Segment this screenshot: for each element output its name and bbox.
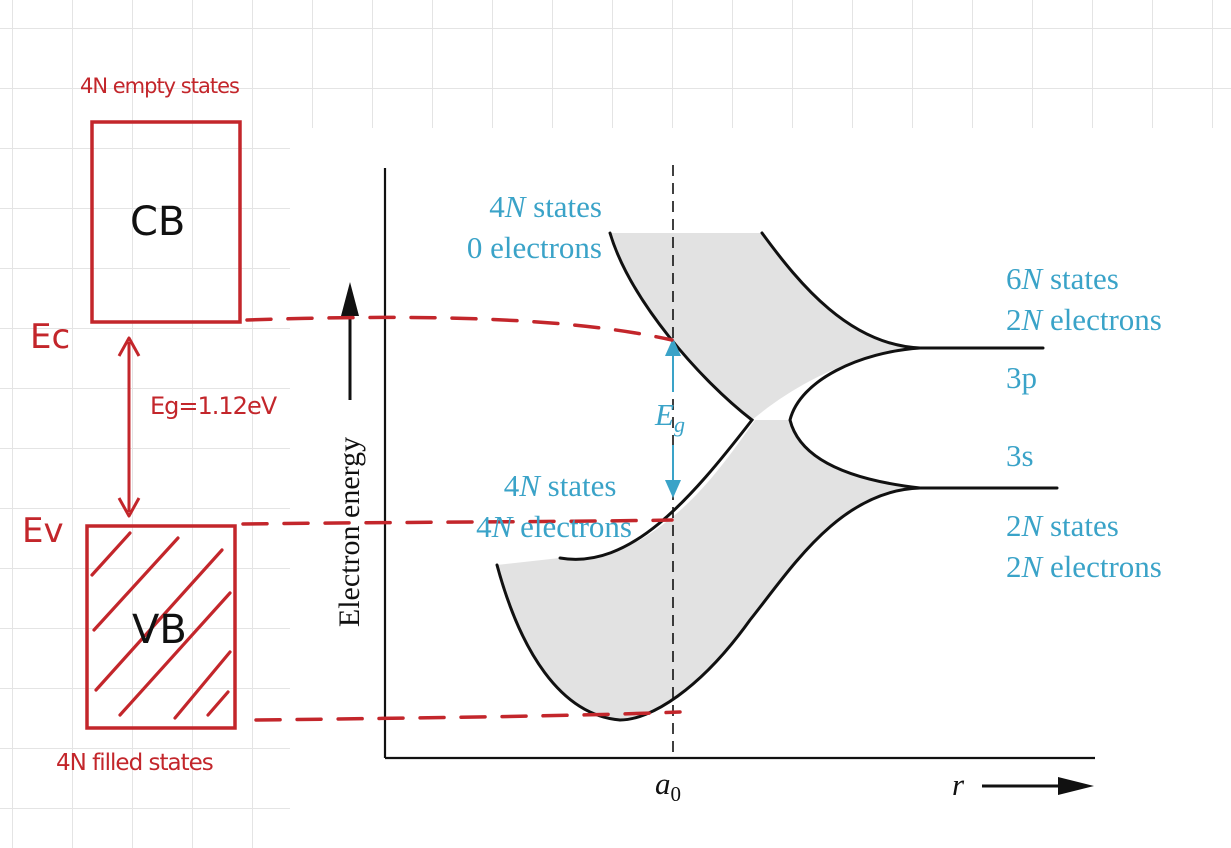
a0-label: a0 (655, 768, 681, 805)
p-level-label: 6N states 2N electrons (1006, 258, 1162, 340)
s-level-electrons: 2N electrons (1006, 549, 1162, 584)
vb-bottom-dashed-line (254, 710, 682, 722)
vb-bottom-note: 4N filled states (56, 750, 214, 776)
a0-symbol: a (655, 766, 671, 801)
gap-arrow-top-head (117, 336, 141, 357)
lower-band-region (497, 420, 920, 720)
ec-label: Ec (30, 317, 71, 357)
p-orbital-label: 3p (1006, 360, 1037, 395)
ev-dashed-line (241, 518, 674, 526)
y-axis-label: Electron energy (333, 436, 366, 628)
lower-band-electrons: 4N electrons (476, 509, 632, 544)
cb-top-note: 4N empty states (80, 74, 240, 98)
upper-band-upper-edge (760, 231, 1045, 350)
vb-hatching (90, 531, 232, 720)
cb-box (90, 120, 242, 324)
s-orbital-label: 3s (1006, 438, 1034, 473)
vb-label: VB (132, 607, 187, 653)
lower-band-lower-edge (495, 486, 922, 722)
s-level-states: 2N states (1006, 508, 1119, 543)
gap-arrow-bottom-head (117, 497, 141, 518)
ec-dashed-line (245, 315, 674, 342)
gap-symbol-label: Eg (655, 399, 685, 436)
upper-band-states: 4N states (489, 189, 602, 224)
x-axis-label: r (952, 767, 965, 802)
cb-label: CB (130, 199, 186, 245)
p-level-electrons: 2N electrons (1006, 302, 1162, 337)
r-arrow-head (1058, 777, 1094, 795)
upper-band-label: 4N states 0 electrons (430, 186, 602, 268)
s-level-label: 2N states 2N electrons (1006, 505, 1162, 587)
lower-band-states: 4N states (503, 468, 617, 503)
split-curve (788, 346, 1059, 490)
a0-subscript: 0 (670, 782, 682, 807)
upper-band-region (610, 233, 920, 420)
vb-box (85, 524, 237, 730)
p-level-states: 6N states (1006, 261, 1119, 296)
gap-symbol: E (655, 397, 674, 432)
upper-band-electrons: 0 electrons (466, 230, 602, 265)
gap-label: Eg=1.12eV (150, 392, 277, 420)
energy-arrow-head (341, 282, 359, 316)
gap-subscript: g (673, 412, 685, 438)
upper-band-lower-edge (558, 231, 755, 561)
lower-band-label: 4N states 4N electrons (420, 465, 632, 547)
ev-label: Ev (22, 511, 64, 551)
